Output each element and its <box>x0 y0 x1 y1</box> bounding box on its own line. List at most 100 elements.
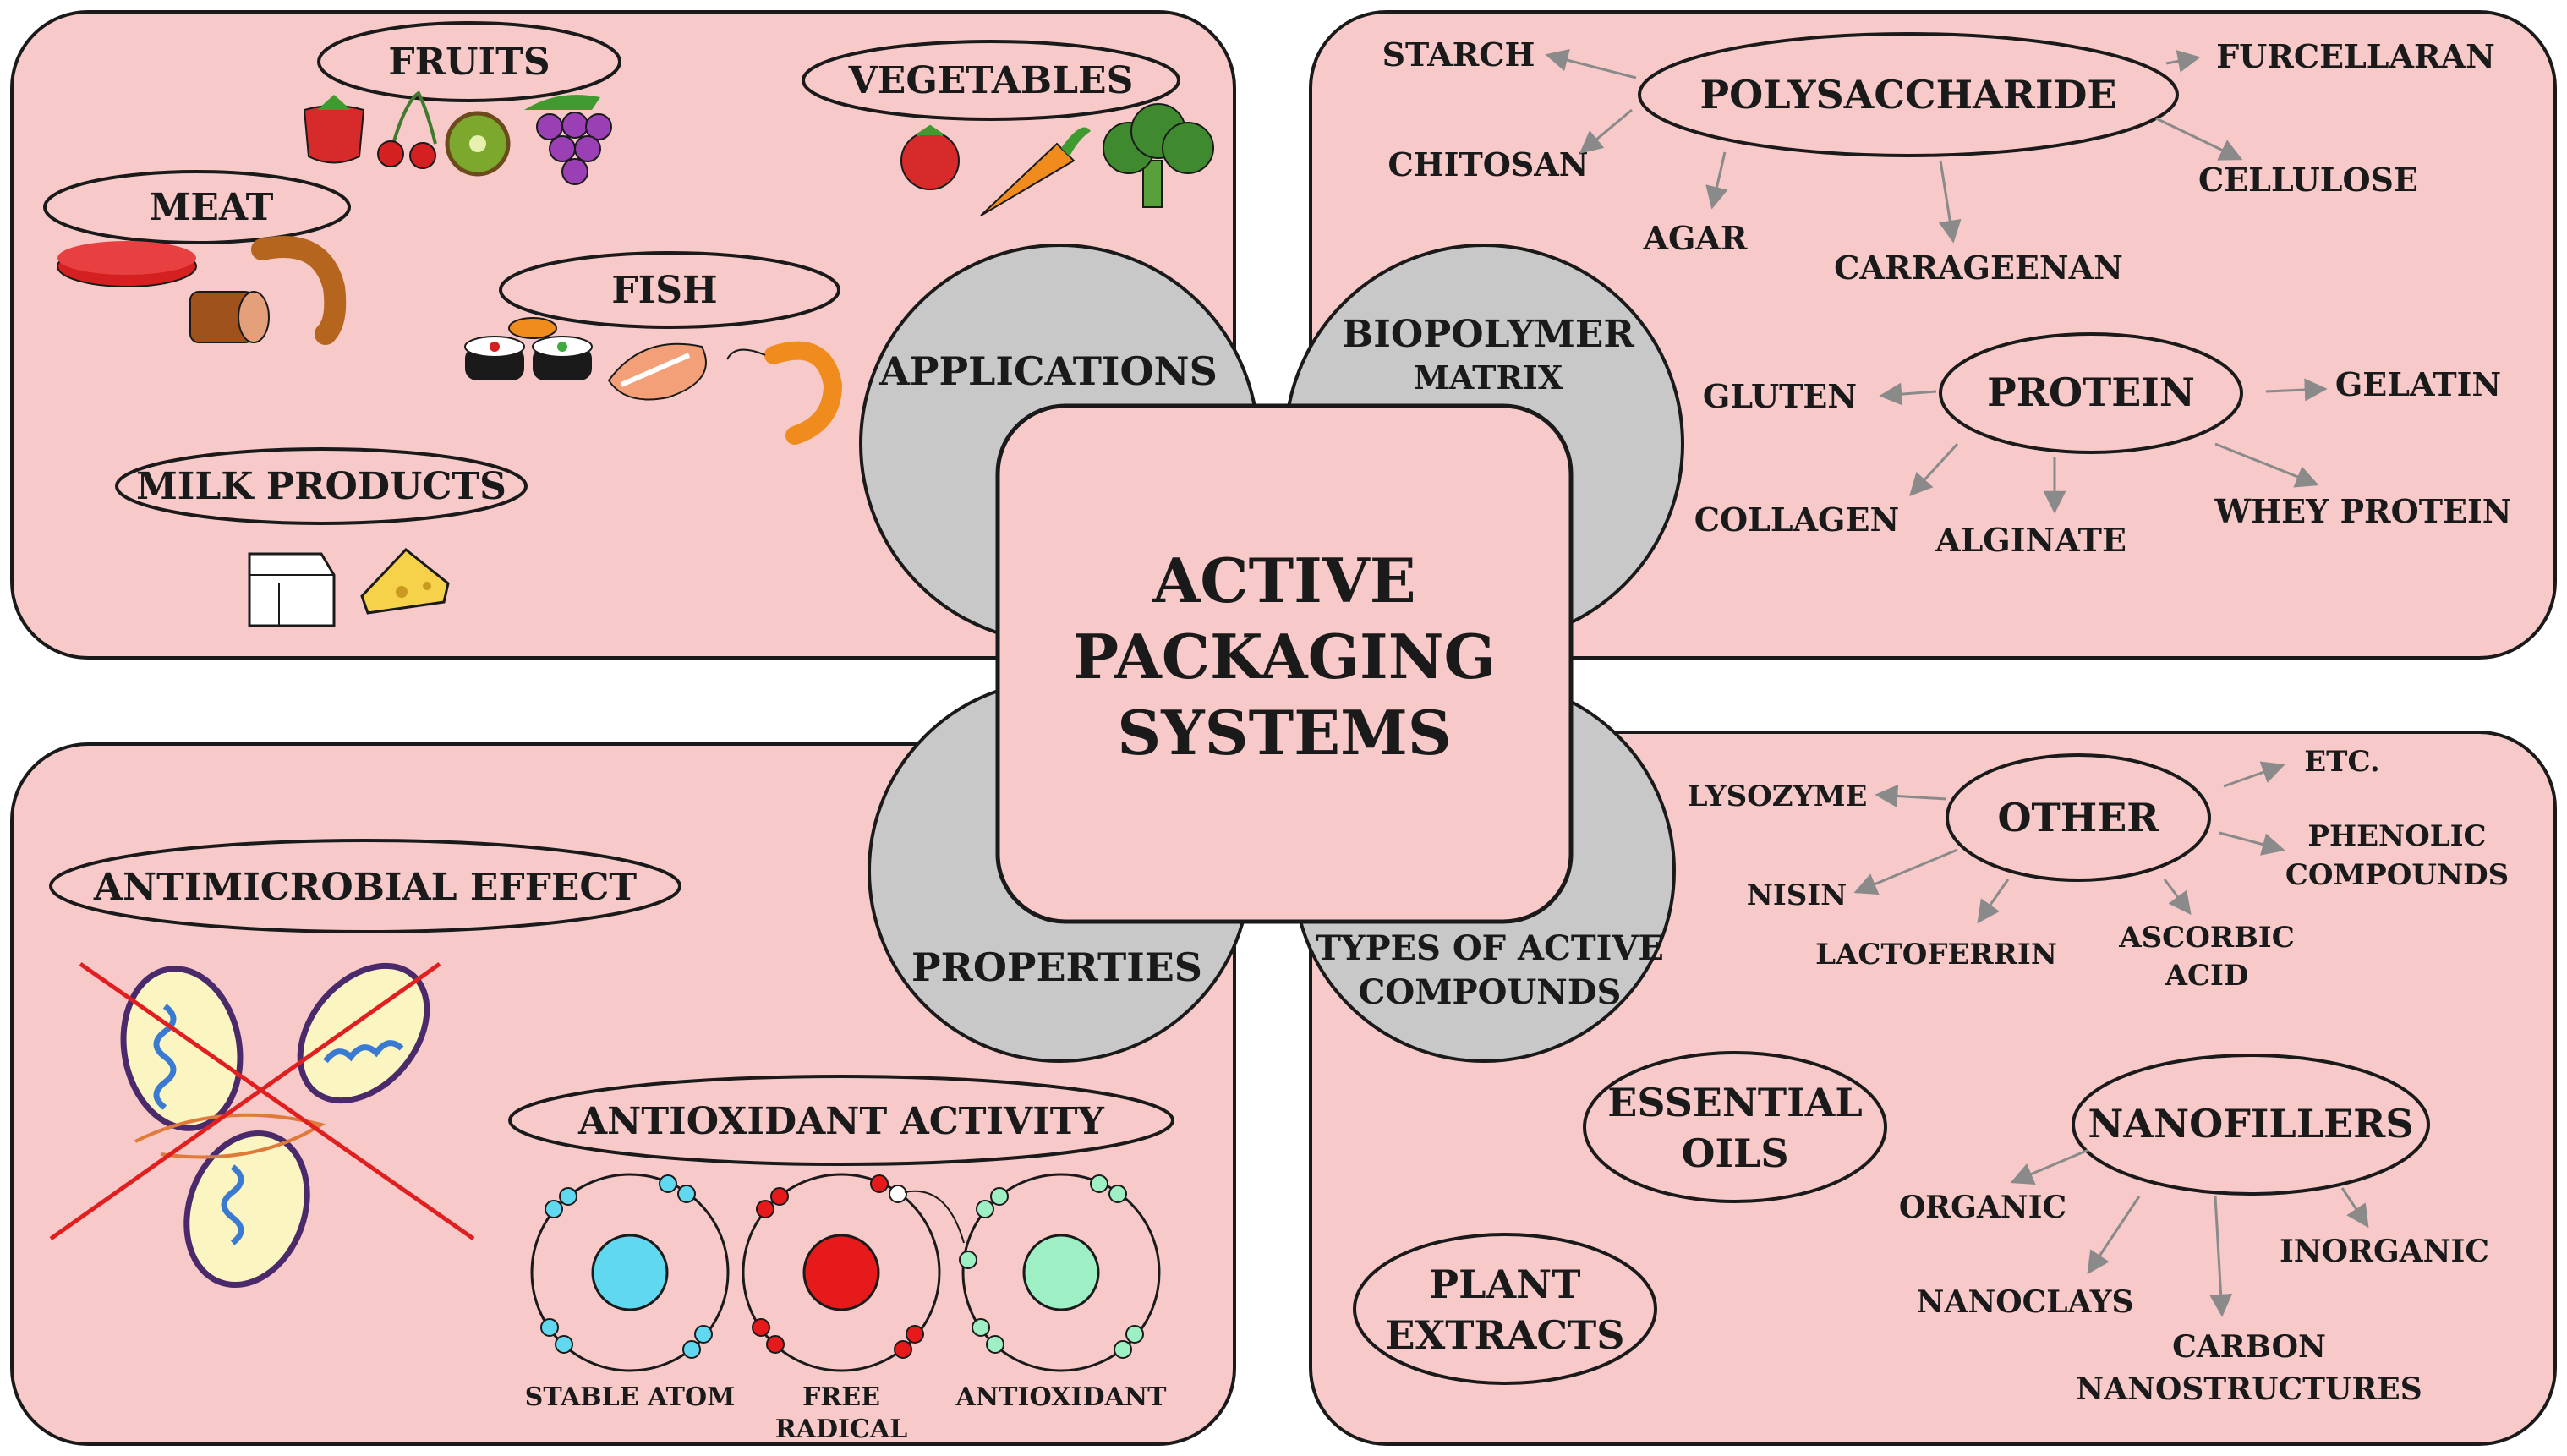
free-radical-icon <box>742 1173 965 1372</box>
antioxidant-ellipse <box>508 1075 1174 1166</box>
arrow-to-inorganic <box>2340 1187 2369 1229</box>
applications-petal-label: APPLICATIONS <box>878 348 1218 394</box>
arrow-to-carbon <box>2209 1196 2233 1317</box>
agar-label: AGAR <box>1643 219 1748 257</box>
other-ellipse <box>1946 753 2211 882</box>
protein-ellipse <box>1939 332 2243 454</box>
arrow-to-gelatin <box>2265 378 2328 402</box>
arrow-to-cellulose <box>2155 117 2243 161</box>
plant-extracts-label-1: PLANT <box>1430 1262 1581 1307</box>
collagen-label: COLLAGEN <box>1694 501 1899 539</box>
nanofillers-ellipse <box>2072 1054 2430 1196</box>
milk-products-label: MILK PRODUCTS <box>136 465 506 508</box>
compounds-petal-label-2: COMPOUNDS <box>1359 972 1622 1012</box>
arrow-to-chitosan <box>1579 108 1633 154</box>
cherries-icon <box>377 90 437 169</box>
meat-label: MEAT <box>150 186 274 229</box>
cheese-icon <box>360 547 450 615</box>
antimicrobial-label: ANTIMICROBIAL EFFECT <box>93 866 638 909</box>
arrow-to-whey-protein <box>2214 442 2319 488</box>
vegetables-ellipse <box>802 40 1180 121</box>
protein-label: PROTEIN <box>1987 369 2195 415</box>
chitosan-label: CHITOSAN <box>1388 145 1589 183</box>
biopolymer-petal-label-2: MATRIX <box>1414 359 1563 397</box>
ascorbic-label-2: ACID <box>2165 959 2249 993</box>
inorganic-label: INORGANIC <box>2280 1234 2489 1269</box>
meat-ellipse <box>43 170 351 244</box>
free-radical-label-1: FREE <box>802 1382 880 1412</box>
salmon-steak-icon <box>607 342 707 401</box>
sushi-icon <box>464 317 593 380</box>
antioxidant-atom-icon <box>959 1173 1161 1372</box>
milk-products-ellipse <box>115 447 528 525</box>
other-label: OTHER <box>1997 795 2159 840</box>
carrot-icon <box>980 127 1091 216</box>
arrow-to-etc <box>2223 761 2285 788</box>
arrow-to-nanoclays <box>2087 1196 2141 1275</box>
essential-oils-ellipse <box>1583 1051 1887 1203</box>
shrimp-icon <box>726 341 843 445</box>
starch-label: STARCH <box>1382 36 1535 74</box>
lysozyme-label: LYSOZYME <box>1688 780 1868 813</box>
polysaccharide-label: POLYSACCHARIDE <box>1700 72 2117 118</box>
arrow-to-phenolic <box>2219 831 2285 856</box>
arrow-to-carrageenan <box>1938 160 1962 244</box>
fruits-label: FRUITS <box>388 41 550 84</box>
lactoferrin-label: LACTOFERRIN <box>1815 938 2057 972</box>
sausage-icon <box>251 236 347 345</box>
gelatin-label: GELATIN <box>2335 365 2501 403</box>
furcellaran-label: FURCELLARAN <box>2216 37 2495 75</box>
arrow-to-starch <box>1545 48 1637 79</box>
arrow-to-ascorbic <box>2163 879 2192 916</box>
vegetables-label: VEGETABLES <box>848 59 1134 102</box>
fish-label: FISH <box>611 269 717 312</box>
strawberry-icon <box>303 95 365 164</box>
center-title-line1: ACTIVE <box>1152 545 1415 616</box>
antioxidant-atom-label: ANTIOXIDANT <box>955 1382 1167 1412</box>
etc-label: ETC. <box>2304 745 2380 779</box>
nisin-label: NISIN <box>1747 879 1847 912</box>
carbon-label-2: NANOSTRUCTURES <box>2076 1371 2422 1407</box>
steak-icon <box>57 241 197 287</box>
arrow-to-nisin <box>1853 848 1958 895</box>
arrow-to-gluten <box>1879 382 1937 406</box>
plant-extracts-ellipse <box>1353 1233 1657 1385</box>
grapes-icon <box>524 95 612 185</box>
broccoli-icon <box>1103 103 1214 208</box>
compounds-petal-label-1: TYPES OF ACTIVE <box>1316 928 1664 968</box>
organic-label: ORGANIC <box>1899 1190 2066 1225</box>
phenolic-label-2: COMPOUNDS <box>2285 858 2509 892</box>
arrow-to-agar <box>1705 151 1728 210</box>
properties-petal-label: PROPERTIES <box>911 944 1202 990</box>
salami-icon <box>189 291 270 343</box>
arrow-to-organic <box>2010 1148 2089 1185</box>
kiwi-icon <box>445 111 511 177</box>
polysaccharide-ellipse <box>1638 32 2179 157</box>
phenolic-label-1: PHENOLIC <box>2307 819 2486 853</box>
whey-protein-label: WHEY PROTEIN <box>2214 492 2512 530</box>
arrow-to-furcellaran <box>2165 50 2201 73</box>
fruits-ellipse <box>317 21 621 102</box>
arrow-to-collagen <box>1909 442 1959 496</box>
center-title-line2: PACKAGING <box>1073 621 1496 692</box>
bacteria-crossed-icon <box>49 961 475 1289</box>
stable-atom-label: STABLE ATOM <box>525 1382 736 1412</box>
carbon-label-1: CARBON <box>2172 1329 2326 1365</box>
arrow-to-lactoferrin <box>1977 879 2010 924</box>
arrow-to-lysozyme <box>1875 785 1947 807</box>
stable-atom-icon <box>530 1173 730 1372</box>
tomato-icon <box>900 124 960 190</box>
nanoclays-label: NANOCLAYS <box>1917 1284 2134 1320</box>
biopolymer-petal-label-1: BIOPOLYMER <box>1342 313 1634 356</box>
nanofillers-label: NANOFILLERS <box>2088 1101 2413 1147</box>
essential-oils-label-2: OILS <box>1681 1130 1788 1176</box>
free-radical-label-2: RADICAL <box>775 1415 908 1444</box>
cellulose-label: CELLULOSE <box>2198 161 2418 199</box>
plant-extracts-label-2: EXTRACTS <box>1386 1312 1625 1358</box>
alginate-label: ALGINATE <box>1935 521 2126 559</box>
essential-oils-label-1: ESSENTIAL <box>1607 1080 1862 1125</box>
antimicrobial-ellipse <box>49 839 681 933</box>
antioxidant-label: ANTIOXIDANT ACTIVITY <box>577 1100 1104 1143</box>
